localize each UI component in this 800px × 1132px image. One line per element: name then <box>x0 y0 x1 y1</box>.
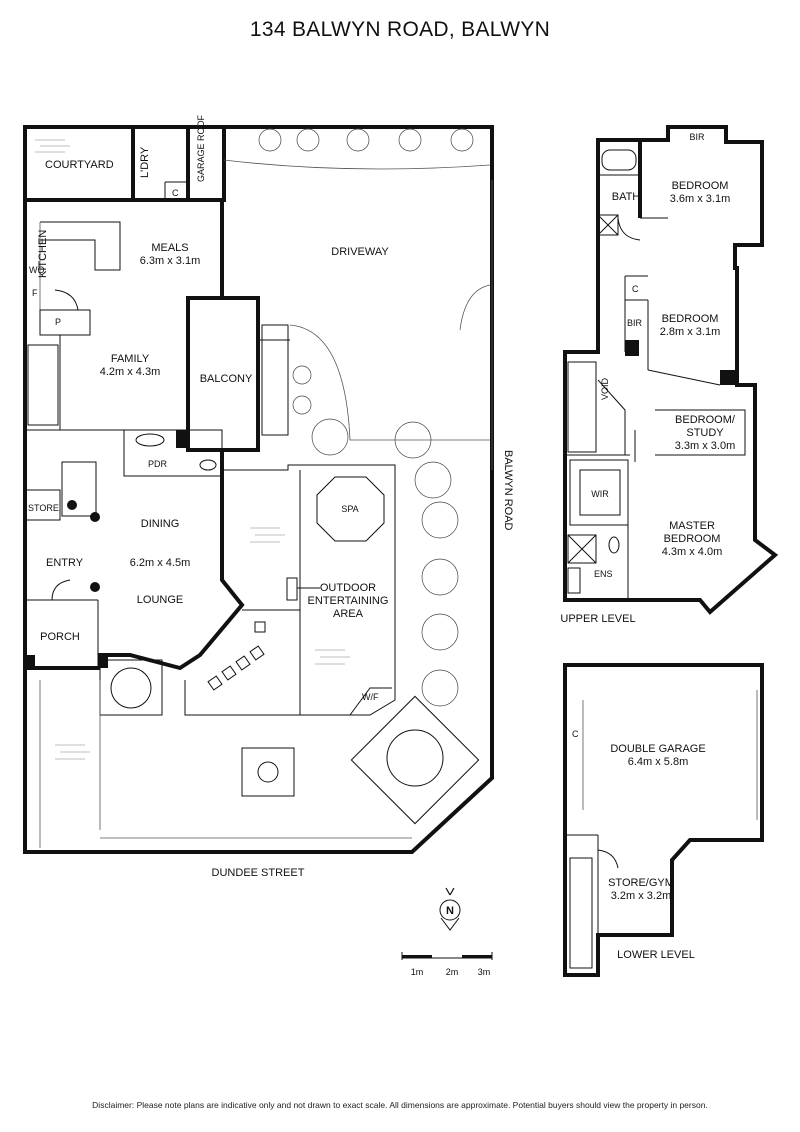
master-label-1: MASTER <box>669 520 715 532</box>
upper-level: BIR BATH BEDROOM 3.6m x 3.1m C BIR BEDRO… <box>560 125 779 625</box>
house-wall <box>25 198 245 671</box>
meals-dimensions: 6.3m x 3.1m <box>140 255 201 267</box>
bedroom-1-label: BEDROOM <box>672 180 729 192</box>
upper-cupboard-label: C <box>632 284 639 294</box>
family-stairs <box>27 344 59 426</box>
study-label-1: BEDROOM/ <box>675 414 736 426</box>
courtyard-label: COURTYARD <box>45 159 114 171</box>
lower-level-label: LOWER LEVEL <box>617 949 695 961</box>
kitchen-label: KITCHEN <box>37 230 49 278</box>
lower-stairs <box>569 857 593 969</box>
family-label: FAMILY <box>111 353 150 365</box>
pdr-label: PDR <box>148 459 168 469</box>
page-title: 134 BALWYN ROAD, BALWYN <box>249 18 551 41</box>
disclaimer: Disclaimer: Please note plans are indica… <box>92 1100 708 1110</box>
master-dimensions: 4.3m x 4.0m <box>662 546 723 558</box>
wo-label: WO <box>29 265 45 275</box>
store-gym-label: STORE/GYM <box>608 877 674 889</box>
scale-bar: 1m 2m 3m <box>401 952 493 977</box>
study-dimensions: 3.3m x 3.0m <box>675 440 736 452</box>
dining-label: DINING <box>141 518 180 530</box>
upper-level-label: UPPER LEVEL <box>560 613 635 625</box>
bath-label: BATH <box>612 191 641 203</box>
pantry-label: P <box>55 317 61 327</box>
garage-roof-label: GARAGE ROOF <box>196 114 206 182</box>
family-dimensions: 4.2m x 4.3m <box>100 366 161 378</box>
scale-label-2m: 2m <box>446 967 459 977</box>
lower-level-wall <box>563 663 764 977</box>
compass-north-label: N <box>446 905 454 917</box>
fridge-label: F <box>32 288 38 298</box>
wf-label: W/F <box>362 692 379 702</box>
master-label-2: BEDROOM <box>664 533 721 545</box>
laundry-label: L'DRY <box>139 146 151 178</box>
bedroom-1-dimensions: 3.6m x 3.1m <box>670 193 731 205</box>
scale-label-1m: 1m <box>411 967 424 977</box>
lower-level: C DOUBLE GARAGE 6.4m x 5.8m STORE/GYM 3.… <box>563 663 764 977</box>
store-gym-dimensions: 3.2m x 3.2m <box>611 890 672 902</box>
outdoor-label-2: ENTERTAINING <box>308 595 389 607</box>
upper-bir-2-label: BIR <box>627 318 643 328</box>
lounge-label: LOUNGE <box>137 594 183 606</box>
porch-label: PORCH <box>40 631 80 643</box>
outdoor-label-3: AREA <box>333 608 364 620</box>
lower-cupboard-label: C <box>572 729 579 739</box>
outdoor-label-1: OUTDOOR <box>320 582 376 594</box>
spa-label: SPA <box>341 504 358 514</box>
driveway-stairs <box>261 324 289 436</box>
dundee-street-label: DUNDEE STREET <box>212 867 305 879</box>
bedroom-2-label: BEDROOM <box>662 313 719 325</box>
compass-icon: N <box>439 887 461 931</box>
meals-label: MEALS <box>151 242 188 254</box>
store-label: STORE <box>28 503 59 513</box>
laundry-cupboard-label: C <box>172 188 179 198</box>
upper-bir-label: BIR <box>689 132 705 142</box>
driveway-label: DRIVEWAY <box>331 246 389 258</box>
bedroom-2-dimensions: 2.8m x 3.1m <box>660 326 721 338</box>
wir-label: WIR <box>591 489 609 499</box>
balcony-wall <box>186 296 260 452</box>
study-label-2: STUDY <box>686 427 724 439</box>
ground-level: COURTYARD L'DRY C GARAGE ROOF KITCHEN WO… <box>23 114 514 879</box>
dining-dimensions: 6.2m x 4.5m <box>130 557 191 569</box>
site-boundary <box>23 125 494 854</box>
spa-tub <box>316 476 385 542</box>
scale-label-3m: 3m <box>478 967 491 977</box>
balwyn-road-label: BALWYN ROAD <box>502 450 514 531</box>
garage-label: DOUBLE GARAGE <box>610 743 705 755</box>
void-label: VOID <box>600 377 610 400</box>
ensuite-label: ENS <box>594 569 613 579</box>
garage-dimensions: 6.4m x 5.8m <box>628 756 689 768</box>
garage-roof-wall <box>186 125 226 202</box>
balcony-label: BALCONY <box>200 373 253 385</box>
entry-label: ENTRY <box>46 557 84 569</box>
